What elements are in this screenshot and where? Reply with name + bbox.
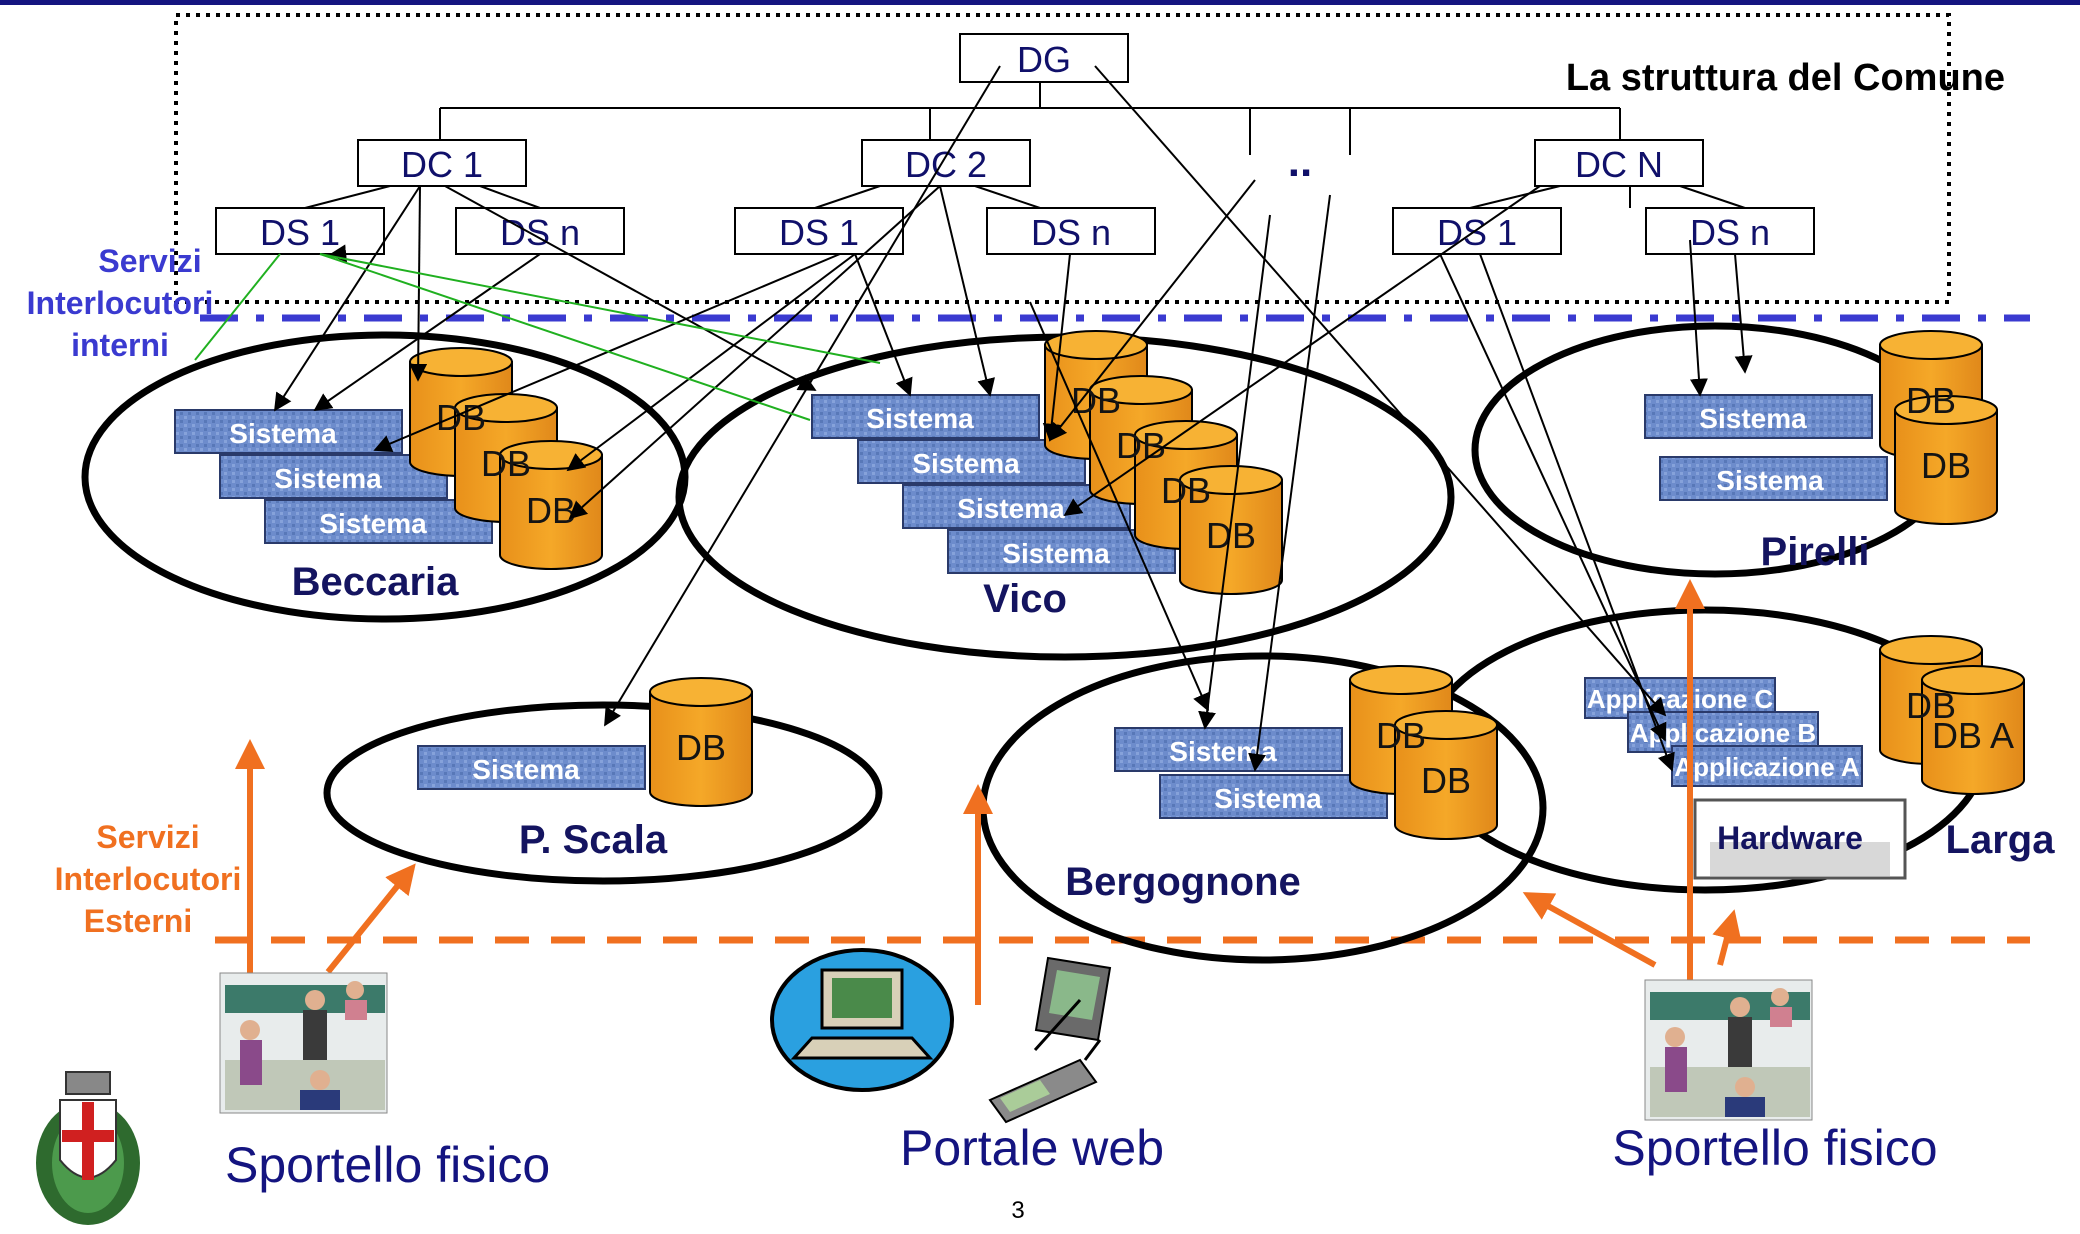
svg-text:Sistema: Sistema — [274, 463, 382, 494]
db-label: DB — [1906, 685, 1956, 726]
db-cylinder-top — [1134, 420, 1238, 450]
hardware-label: Hardware — [1717, 820, 1863, 856]
channel-right: Sportello fisico — [1612, 1120, 1937, 1176]
pda-icon — [1033, 956, 1112, 1052]
channel-center: Portale web — [900, 1120, 1164, 1176]
db-cylinder-top — [1879, 635, 1983, 665]
svg-text:Interlocutori: Interlocutori — [27, 285, 214, 321]
db-label: DB — [1161, 470, 1211, 511]
service-arrows — [274, 65, 1753, 772]
db-cylinder — [649, 691, 753, 807]
db-label: DB — [526, 490, 576, 531]
site-names: Beccaria Vico Pirelli P. Scala Bergognon… — [292, 530, 2056, 904]
org-box-labels: DG DC 1 DC 2 DC N .. DS 1 DS n DS 1 DS n… — [260, 39, 1770, 253]
computer-icon — [770, 948, 954, 1092]
mobile-phone-icon — [988, 1039, 1102, 1124]
db-cylinder-top — [1894, 395, 1998, 425]
channel-left: Sportello fisico — [225, 1137, 550, 1193]
svg-text:Servizi: Servizi — [96, 819, 199, 855]
db-cylinder-top — [1044, 330, 1148, 360]
db-cylinder-top — [409, 347, 513, 377]
dc1-label: DC 1 — [401, 144, 483, 185]
hierarchy-lines — [304, 82, 1746, 209]
internal-green-links — [194, 253, 881, 421]
svg-text:Sistema: Sistema — [229, 418, 337, 449]
svg-text:Sistema: Sistema — [957, 493, 1065, 524]
svg-text:Sistema: Sistema — [1699, 403, 1807, 434]
dcn-label: DC N — [1575, 144, 1663, 185]
svg-text:Sistema: Sistema — [1214, 783, 1322, 814]
dsn-a-label: DS n — [500, 212, 580, 253]
counter-clerk-icon — [219, 972, 388, 1114]
db-cylinder-top — [1349, 665, 1453, 695]
ds1-b-label: DS 1 — [779, 212, 859, 253]
site-larga: Larga — [1946, 818, 2056, 862]
dsn-b-label: DS n — [1031, 212, 1111, 253]
db-cylinder-top — [1879, 330, 1983, 360]
svg-text:Servizi: Servizi — [98, 243, 201, 279]
ds1-c-label: DS 1 — [1437, 212, 1517, 253]
ds1-a-label: DS 1 — [260, 212, 340, 253]
site-beccaria: Beccaria — [292, 560, 460, 604]
dots-label: .. — [1288, 137, 1312, 186]
app-a-label: Applicazione A — [1674, 752, 1860, 782]
app-c-label: Applicazione C — [1587, 684, 1774, 714]
db-label: DB — [1116, 425, 1166, 466]
db-cylinder-top — [649, 677, 753, 707]
svg-text:interni: interni — [71, 327, 169, 363]
dg-label: DG — [1017, 39, 1071, 80]
site-pscala: P. Scala — [519, 818, 668, 862]
db-cylinder — [499, 454, 603, 570]
dc2-label: DC 2 — [905, 144, 987, 185]
external-services-label: Servizi Interlocutori Esterni — [55, 819, 242, 939]
db-cylinder-top — [1921, 665, 2025, 695]
db-label: DB — [481, 443, 531, 484]
svg-text:Interlocutori: Interlocutori — [55, 861, 242, 897]
site-vico: Vico — [983, 577, 1067, 621]
svg-text:Sistema: Sistema — [1169, 736, 1277, 767]
external-request-arrows — [235, 579, 1742, 1005]
svg-text:Esterni: Esterni — [84, 903, 192, 939]
db-cylinder — [1394, 724, 1498, 840]
db-label: DB — [436, 397, 486, 438]
page-number: 3 — [1011, 1197, 1024, 1224]
db-cylinder — [1921, 679, 2025, 795]
svg-text:Sistema: Sistema — [1716, 465, 1824, 496]
internal-services-label: Servizi Interlocutori interni — [27, 243, 214, 363]
db-cylinder-top — [1394, 710, 1498, 740]
org-boxes — [215, 33, 1815, 255]
svg-text:Sistema: Sistema — [1002, 538, 1110, 569]
site-bergognone: Bergognone — [1065, 860, 1301, 904]
db-cylinder-top — [1179, 465, 1283, 495]
top-rule — [0, 0, 2080, 5]
db-cylinders — [409, 330, 2025, 840]
svg-text:Sistema: Sistema — [472, 754, 580, 785]
db-label: DB — [676, 727, 726, 768]
db-cylinder — [1894, 409, 1998, 525]
dsn-c-label: DS n — [1690, 212, 1770, 253]
svg-text:Sistema: Sistema — [319, 508, 427, 539]
diagram-title: La struttura del Comune — [1566, 57, 2005, 99]
db-label: DB — [1376, 715, 1426, 756]
counter-clerk-icon — [1644, 979, 1813, 1121]
system-labels: Sistema Sistema Sistema Sistema Sistema … — [229, 403, 1860, 814]
coat-of-arms-icon — [36, 1071, 140, 1225]
db-label: DB — [1906, 380, 1956, 421]
db-label: DB — [1421, 760, 1471, 801]
hardware-box-shadow — [1710, 842, 1890, 876]
svg-text:Sistema: Sistema — [866, 403, 974, 434]
site-pirelli: Pirelli — [1761, 530, 1870, 574]
svg-text:Sistema: Sistema — [912, 448, 1020, 479]
db-label: DB — [1921, 445, 1971, 486]
db-label: DB A — [1932, 715, 2014, 756]
